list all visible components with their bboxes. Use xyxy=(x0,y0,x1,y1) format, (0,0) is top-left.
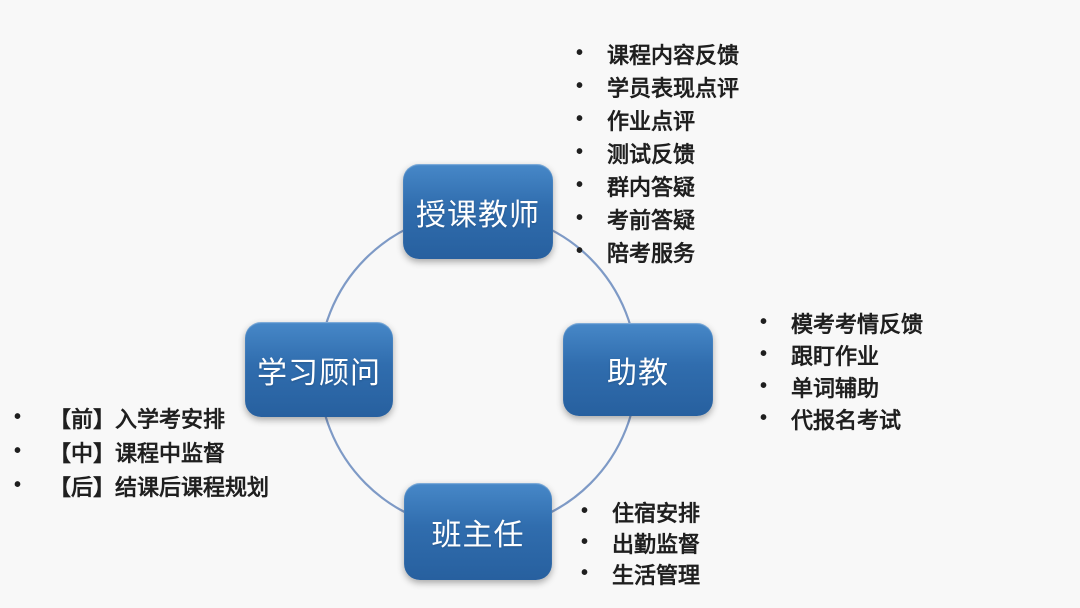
list-item-text: 代报名考试 xyxy=(791,408,902,433)
list-item: • 单词辅助 xyxy=(760,371,923,403)
node-advisor-label: 学习顾问 xyxy=(257,356,381,390)
bullet-icon: • xyxy=(760,375,768,397)
list-item-text: 【后】结课后课程规划 xyxy=(49,475,270,500)
list-item: • 出勤监督 xyxy=(581,527,700,558)
bullet-icon: • xyxy=(14,440,22,462)
assistant-duty-list: • 模考考情反馈 • 跟盯作业 • 单词辅助 • 代报名考试 xyxy=(760,307,923,435)
bullet-icon: • xyxy=(576,140,584,163)
list-item-text: 生活管理 xyxy=(612,562,701,588)
bullet-icon: • xyxy=(581,499,589,522)
list-item-text: 出勤监督 xyxy=(612,531,701,557)
node-head-teacher-label: 班主任 xyxy=(431,518,525,552)
list-item: • 住宿安排 xyxy=(581,496,700,527)
list-item: • 生活管理 xyxy=(581,558,700,589)
node-assistant-label: 助教 xyxy=(607,356,669,390)
node-teacher-label: 授课教师 xyxy=(416,198,540,232)
list-item: • 作业点评 xyxy=(576,103,739,136)
bullet-icon: • xyxy=(14,474,22,496)
advisor-duty-list: • 【前】入学考安排 • 【中】课程中监督 • 【后】结课后课程规划 xyxy=(14,401,269,503)
bullet-icon: • xyxy=(576,206,584,229)
bullet-icon: • xyxy=(760,311,768,333)
bullet-icon: • xyxy=(14,406,22,428)
bullet-icon: • xyxy=(576,74,584,97)
bullet-icon: • xyxy=(576,173,584,196)
bullet-icon: • xyxy=(576,107,584,130)
list-item: • 考前答疑 xyxy=(576,202,739,235)
list-item: • 群内答疑 xyxy=(576,169,739,202)
list-item-text: 群内答疑 xyxy=(607,174,696,200)
list-item: • 代报名考试 xyxy=(760,403,923,435)
list-item: • 测试反馈 xyxy=(576,136,739,169)
teacher-duty-list: • 课程内容反馈 • 学员表现点评 • 作业点评 • 测试反馈 • 群内答疑 •… xyxy=(576,37,739,268)
list-item-text: 陪考服务 xyxy=(607,240,696,266)
list-item-text: 作业点评 xyxy=(607,108,696,134)
head-teacher-duty-list: • 住宿安排 • 出勤监督 • 生活管理 xyxy=(581,496,700,589)
bullet-icon: • xyxy=(760,343,768,365)
list-item-text: 单词辅助 xyxy=(791,376,880,401)
node-teacher: 授课教师 xyxy=(403,164,553,259)
bullet-icon: • xyxy=(760,407,768,429)
list-item-text: 【前】入学考安排 xyxy=(49,407,226,432)
list-item-text: 课程内容反馈 xyxy=(607,42,740,68)
list-item-text: 住宿安排 xyxy=(612,500,701,526)
bullet-icon: • xyxy=(581,530,589,553)
node-head-teacher: 班主任 xyxy=(404,483,552,580)
list-item: • 【前】入学考安排 xyxy=(14,401,269,435)
list-item-text: 【中】课程中监督 xyxy=(49,441,226,466)
list-item-text: 考前答疑 xyxy=(607,207,696,233)
list-item-text: 测试反馈 xyxy=(607,141,696,167)
list-item-text: 模考考情反馈 xyxy=(791,312,924,337)
list-item: • 【中】课程中监督 xyxy=(14,435,269,469)
list-item: • 模考考情反馈 xyxy=(760,307,923,339)
list-item-text: 学员表现点评 xyxy=(607,75,740,101)
list-item: • 陪考服务 xyxy=(576,235,739,268)
list-item: • 【后】结课后课程规划 xyxy=(14,469,269,503)
bullet-icon: • xyxy=(576,41,584,64)
node-assistant: 助教 xyxy=(563,323,713,416)
list-item: • 跟盯作业 xyxy=(760,339,923,371)
bullet-icon: • xyxy=(581,561,589,584)
list-item: • 课程内容反馈 xyxy=(576,37,739,70)
node-advisor: 学习顾问 xyxy=(245,322,393,417)
bullet-icon: • xyxy=(576,239,584,262)
list-item-text: 跟盯作业 xyxy=(791,344,880,369)
list-item: • 学员表现点评 xyxy=(576,70,739,103)
